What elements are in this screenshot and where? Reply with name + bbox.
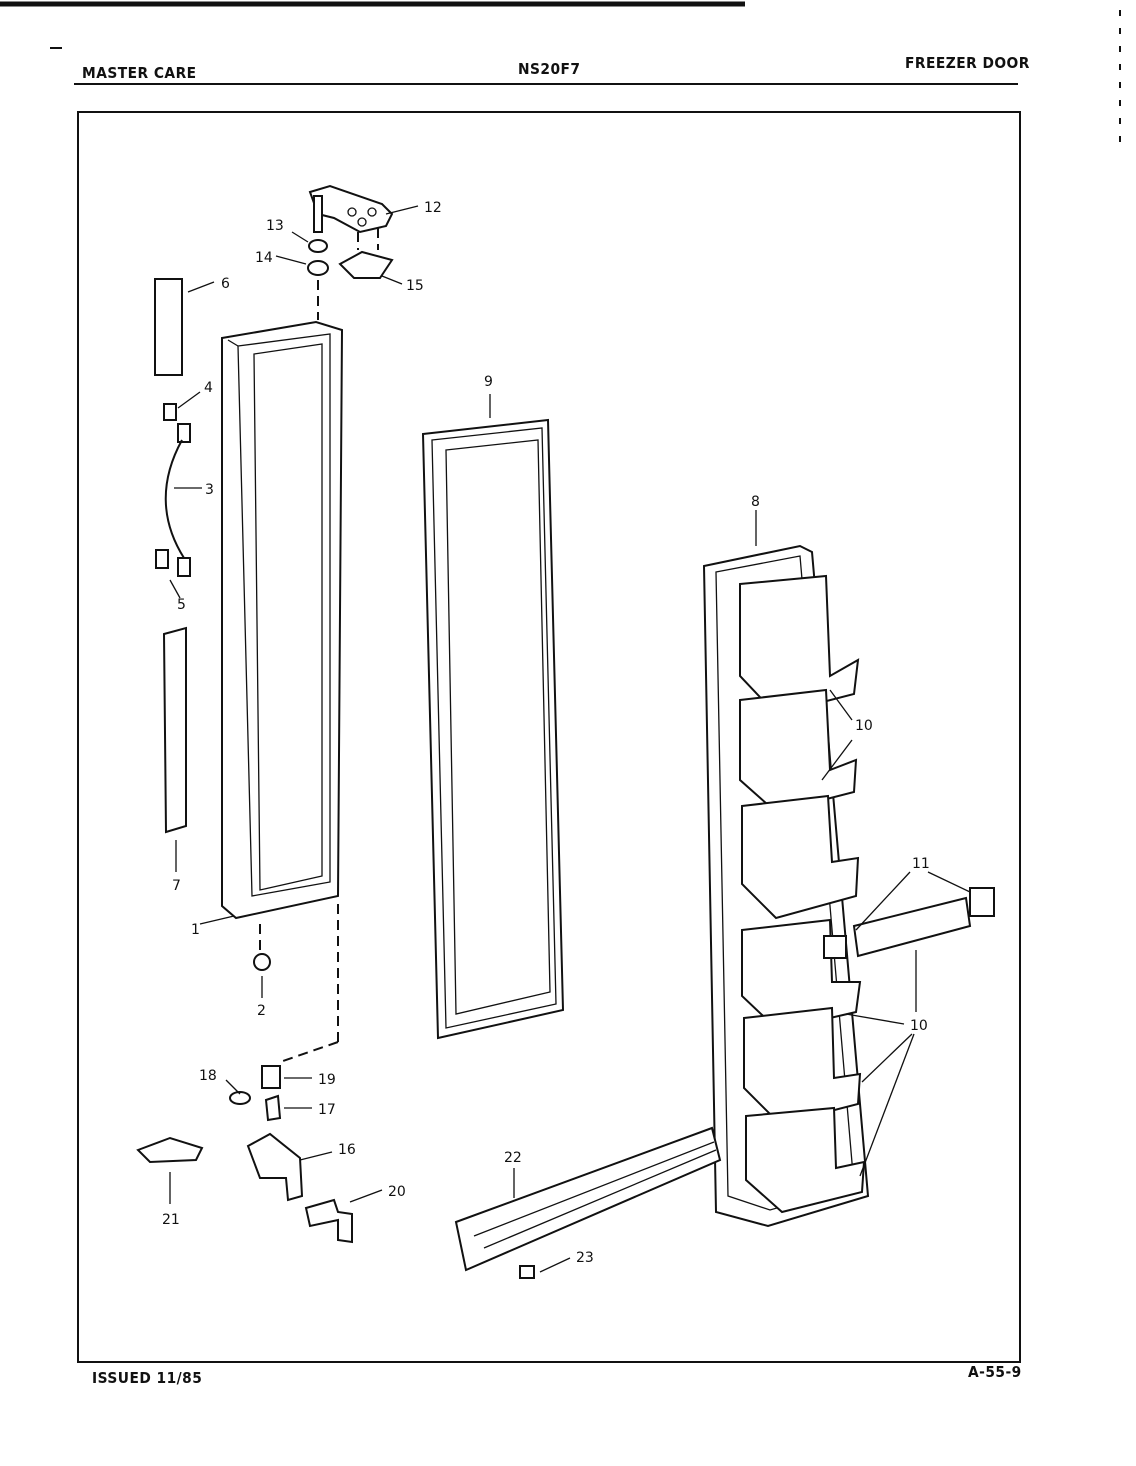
part-20-bracket (304, 1198, 353, 1244)
model-number: NS20F7 (518, 60, 581, 78)
callout-4: 4 (204, 380, 213, 396)
part-8-door-liner (702, 544, 870, 1228)
part-14-bushing (307, 260, 329, 276)
part-23-screw (519, 1265, 535, 1279)
part-2-plug (253, 953, 271, 971)
part-19-bushing (261, 1065, 281, 1089)
callout-23: 23 (576, 1250, 594, 1266)
callout-10-lower: 10 (910, 1018, 928, 1034)
part-7-trim-strip (162, 626, 187, 834)
callout-16: 16 (338, 1142, 356, 1158)
callout-2: 2 (257, 1003, 266, 1019)
callout-18: 18 (199, 1068, 217, 1084)
part-17-hinge-pin (264, 1094, 282, 1122)
part-1-door-panel (221, 320, 344, 920)
callout-19: 19 (318, 1072, 336, 1088)
part-3-handle (155, 403, 191, 577)
part-22-door-bar (454, 1126, 722, 1272)
part-12-top-hinge (308, 184, 394, 250)
callout-3: 3 (205, 482, 214, 498)
callout-6: 6 (221, 276, 230, 292)
issue-date: ISSUED 11/85 (92, 1369, 203, 1387)
part-15-hinge-shim (338, 250, 394, 279)
callout-22: 22 (504, 1150, 522, 1166)
callout-17: 17 (318, 1102, 336, 1118)
callout-7: 7 (172, 878, 181, 894)
section-title: FREEZER DOOR (905, 54, 1030, 72)
part-21-bracket (136, 1136, 204, 1164)
page-code: A-55-9 (968, 1363, 1022, 1381)
callout-11: 11 (912, 856, 930, 872)
diagram-frame (77, 111, 1021, 1363)
part-13-washer (308, 239, 328, 253)
brand-name: MASTER CARE (82, 64, 197, 82)
part-16-bottom-hinge (246, 1132, 304, 1202)
part-18-washer (229, 1091, 251, 1105)
callout-10-upper: 10 (855, 718, 873, 734)
part-9-gasket (421, 418, 565, 1040)
callout-9: 9 (484, 374, 493, 390)
part-6-trim-strip (154, 278, 183, 376)
callout-15: 15 (406, 278, 424, 294)
callout-5: 5 (177, 597, 186, 613)
callout-12: 12 (424, 200, 442, 216)
callout-8: 8 (751, 494, 760, 510)
callout-20: 20 (388, 1184, 406, 1200)
callout-13: 13 (266, 218, 284, 234)
part-11-shelf-bar (823, 887, 995, 959)
callout-1: 1 (191, 922, 200, 938)
callout-21: 21 (162, 1212, 180, 1228)
callout-14: 14 (255, 250, 273, 266)
